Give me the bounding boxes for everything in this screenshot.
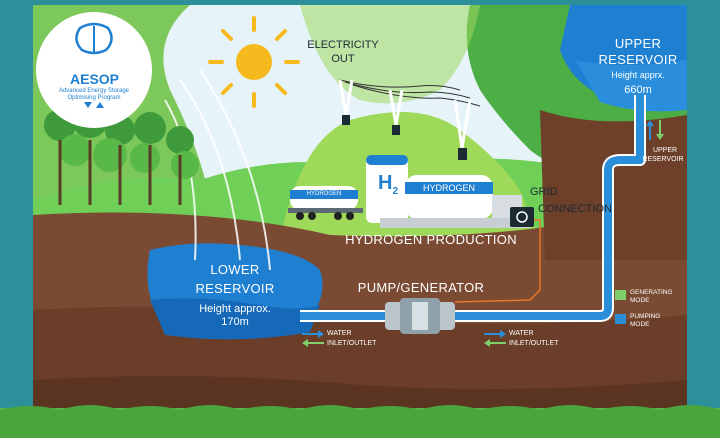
legend-pumping-2: MODE	[630, 321, 650, 328]
upper-reservoir-wave	[575, 60, 687, 112]
pump-generator-label: PUMP/GENERATOR	[357, 280, 485, 295]
lower-reservoir-label-1: LOWER	[210, 262, 260, 277]
legend-pumping-swatch	[615, 314, 626, 324]
water-left-label-2: INLET/OUTLET	[327, 340, 377, 347]
upper-height-label: Height apprx.	[611, 70, 665, 80]
hill-back	[300, 5, 480, 104]
upper-reservoir-small-1: UPPER	[652, 147, 678, 154]
grid-wire	[454, 219, 541, 303]
upper-reservoir-small-2: RESERVOIR	[642, 156, 684, 163]
logo-name: AESOP	[70, 71, 120, 87]
logo-subtitle-2: Optimising Program	[67, 95, 121, 101]
water-arrows-right-icon	[484, 330, 506, 347]
water-left-label-1: WATER	[327, 330, 352, 337]
legend-generating-swatch	[615, 290, 626, 300]
hydrogen-truck	[288, 186, 363, 220]
lower-height-label: Height approx.	[199, 303, 271, 315]
water-right-label-1: WATER	[509, 330, 534, 337]
lower-reservoir-label-2: RESERVOIR	[195, 281, 275, 296]
electricity-out-label-1: ELECTRICITY	[307, 39, 379, 51]
aesop-logo	[36, 12, 152, 128]
sun-icon	[208, 16, 300, 108]
legend-pumping-1: PUMPING	[630, 313, 661, 320]
lower-height-value: 170m	[221, 316, 249, 328]
grid-label-1: GRID	[530, 186, 558, 198]
updown-arrows-icon	[646, 120, 664, 140]
upper-height-value: 660m	[624, 84, 652, 96]
grid-label-2: CONNECTION	[538, 203, 612, 215]
pump-generator-unit	[385, 298, 455, 334]
h2-symbol: H2	[377, 172, 398, 197]
water-arrows-left-icon	[302, 330, 324, 347]
legend-generating-2: MODE	[630, 297, 650, 304]
hydrogen-production-label: HYDROGEN PRODUCTION	[345, 232, 517, 247]
electricity-out-label-2: OUT	[331, 53, 355, 65]
logo-subtitle-1: Advanced Energy Storage	[58, 88, 130, 94]
upper-reservoir-label-1: UPPER	[614, 36, 662, 51]
hydrogen-plant	[366, 155, 530, 228]
water-right-label-2: INLET/OUTLET	[509, 340, 559, 347]
power-lines	[338, 79, 481, 160]
legend-generating-1: GENERATING	[630, 289, 673, 296]
upper-reservoir-label-2: RESERVOIR	[598, 52, 678, 67]
tank-label: HYDROGEN	[422, 183, 475, 193]
penstock-pipe	[300, 95, 644, 320]
grid-connection-icon	[510, 207, 534, 227]
truck-label: HYDROGEN	[306, 191, 342, 197]
